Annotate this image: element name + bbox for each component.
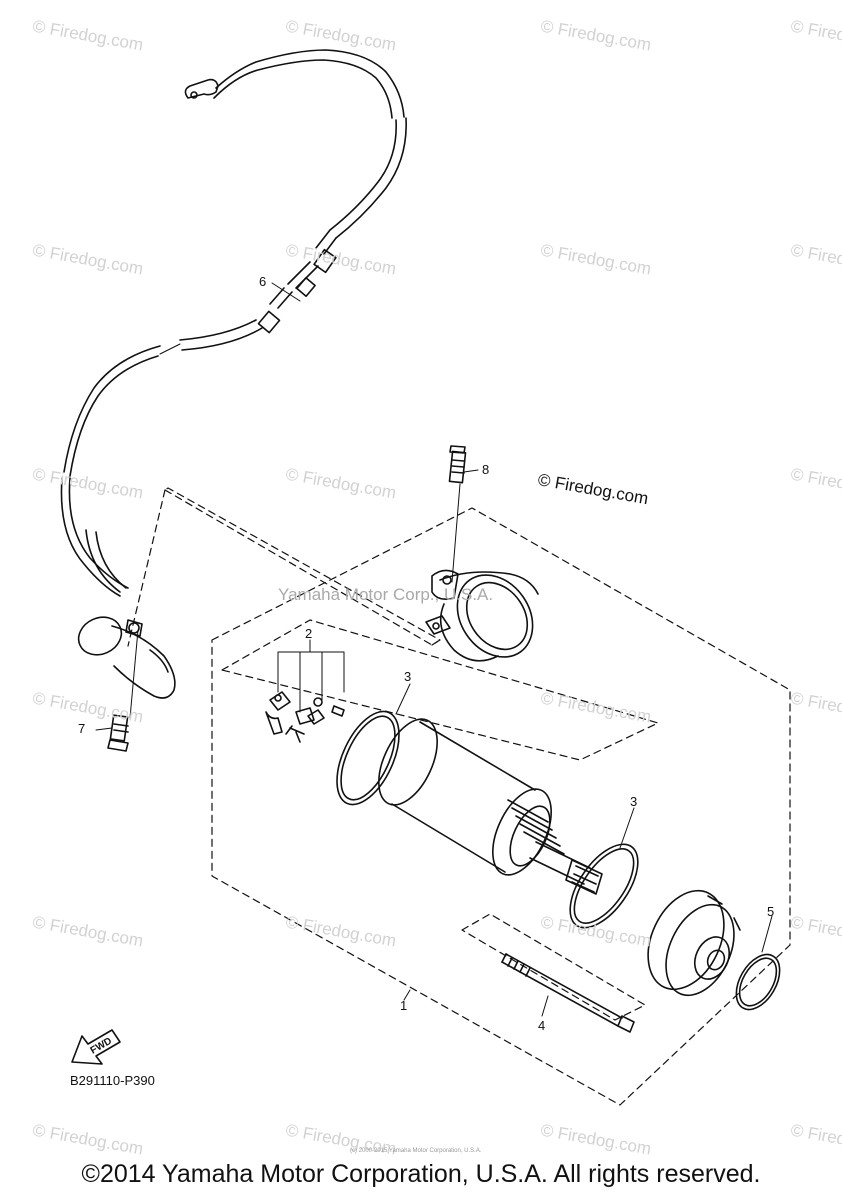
assembly-outlines: [127, 487, 791, 1106]
callout-1: 1: [400, 998, 408, 1013]
end-cover-bracket: [425, 569, 539, 662]
callout-2: 2: [305, 626, 313, 641]
starter-cable: [60, 49, 407, 699]
o-ring-3-left: [336, 710, 400, 806]
brush-set: [265, 691, 345, 743]
o-ring-3-right: [569, 843, 639, 929]
starter-yoke: [378, 718, 603, 895]
front-cover: [647, 889, 741, 997]
leader-lines: [95, 282, 773, 1017]
bolt-8: [448, 445, 467, 484]
o-ring-5: [735, 953, 781, 1011]
callout-5: 5: [767, 904, 775, 919]
copyright-footer: ©2014 Yamaha Motor Corporation, U.S.A. A…: [81, 1160, 761, 1188]
diagram-code: B291110-P390: [70, 1073, 155, 1088]
bolt-7: [107, 714, 129, 752]
callout-7: 7: [78, 721, 86, 736]
callout-4: 4: [538, 1018, 546, 1033]
callout-8: 8: [482, 462, 490, 477]
callout-6: 6: [259, 274, 267, 289]
yamaha-watermark: Yamaha Motor Corp., U.S.A.: [278, 585, 494, 604]
callout-3: 3: [404, 669, 412, 684]
tiny-copyright-notice: (c) 2000-2015 Yamaha Motor Corporation, …: [350, 1148, 482, 1154]
fwd-arrow-icon: [71, 1029, 121, 1065]
through-bolt-4: [501, 953, 635, 1033]
callout-3: 3: [630, 794, 638, 809]
